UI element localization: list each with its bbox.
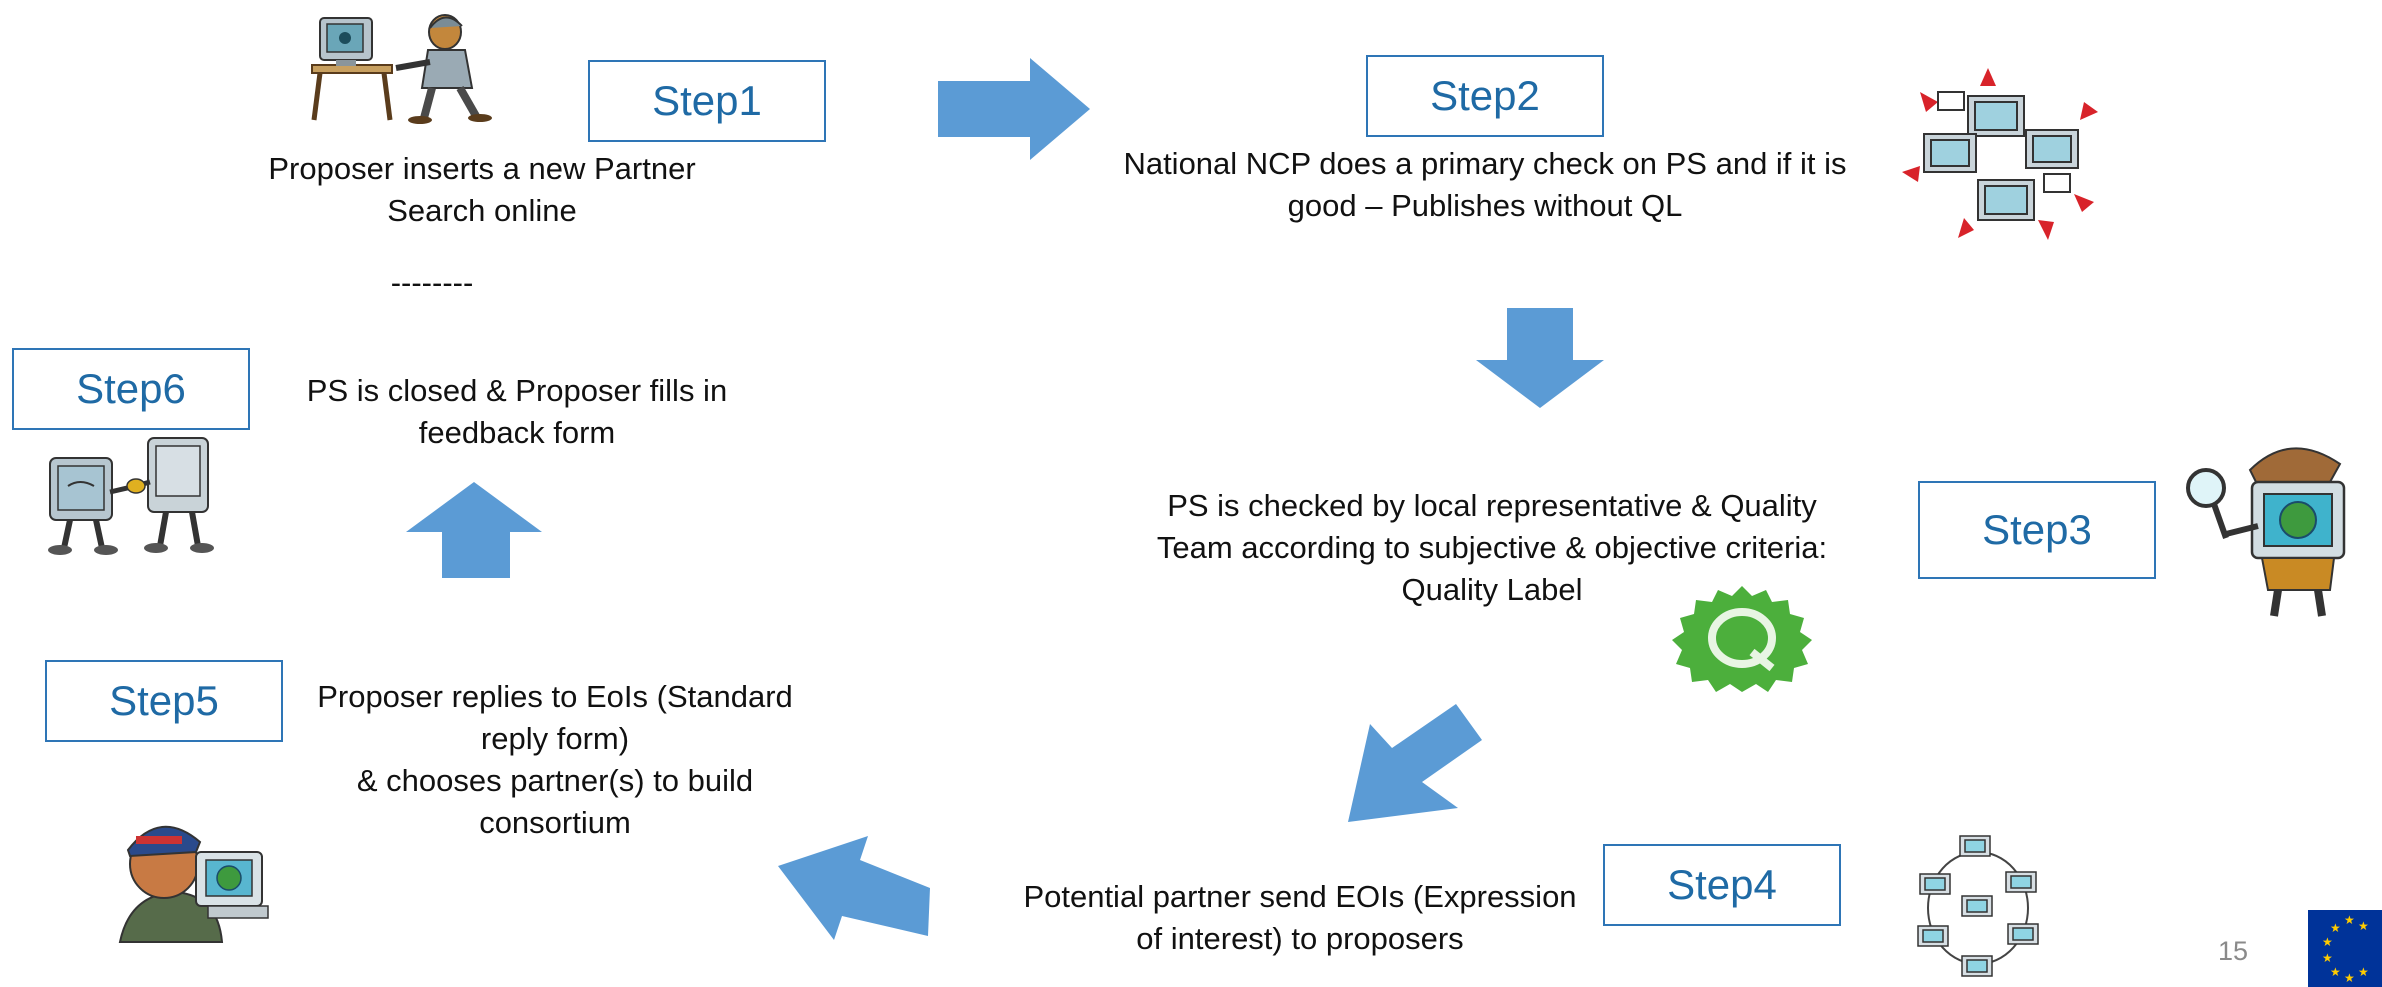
step5-description: Proposer replies to EoIs (Standard reply…	[317, 679, 793, 840]
arrow-up	[406, 482, 542, 578]
step6-description: PS is closed & Proposer fills in feedbac…	[306, 373, 728, 450]
page-number: 15	[2218, 936, 2249, 966]
step5-box: Step5	[45, 660, 283, 742]
svg-text:★: ★	[2330, 965, 2341, 979]
arrow-down-left	[1348, 704, 1482, 822]
computer-network-icon	[1917, 835, 2039, 977]
step3-label: Step3	[1982, 506, 2092, 553]
svg-text:★: ★	[2322, 935, 2333, 949]
step1-description: Proposer inserts a new Partner Search on…	[268, 151, 696, 228]
svg-text:★: ★	[2344, 913, 2355, 927]
arrow-right	[938, 58, 1090, 160]
step1-label: Step1	[652, 77, 762, 124]
svg-text:★: ★	[2344, 971, 2355, 985]
computer-user-icon	[311, 14, 492, 124]
arrow-down	[1476, 308, 1604, 408]
network-computers-icon	[1902, 68, 2098, 240]
step3-box: Step3	[1918, 481, 2156, 579]
step1-box: Step1	[588, 60, 826, 142]
quality-label-icon	[1672, 586, 1812, 692]
step5-label: Step5	[109, 677, 219, 724]
step2-description: National NCP does a primary check on PS …	[1123, 146, 1847, 223]
step4-label: Step4	[1667, 861, 1777, 908]
step3-description: PS is checked by local representative & …	[1156, 488, 1828, 607]
step6-label: Step6	[76, 365, 186, 412]
step4-description: Potential partner send EOIs (Expression …	[1023, 879, 1577, 956]
svg-text:★: ★	[2330, 921, 2341, 935]
svg-text:★: ★	[2358, 965, 2369, 979]
step2-label: Step2	[1430, 72, 1540, 119]
detective-computer-icon	[2186, 447, 2346, 617]
svg-text:★: ★	[2322, 951, 2333, 965]
eu-flag-icon: ★ ★ ★ ★ ★ ★ ★ ★	[2308, 910, 2382, 987]
computers-handshake-icon	[48, 437, 214, 555]
step4-box: Step4	[1603, 844, 1841, 926]
step2-box: Step2	[1366, 55, 1604, 137]
arrow-left	[778, 836, 930, 940]
svg-text:★: ★	[2358, 919, 2369, 933]
man-computer-icon	[118, 825, 269, 943]
separator-dashes: --------	[390, 265, 474, 300]
step6-box: Step6	[12, 348, 250, 430]
